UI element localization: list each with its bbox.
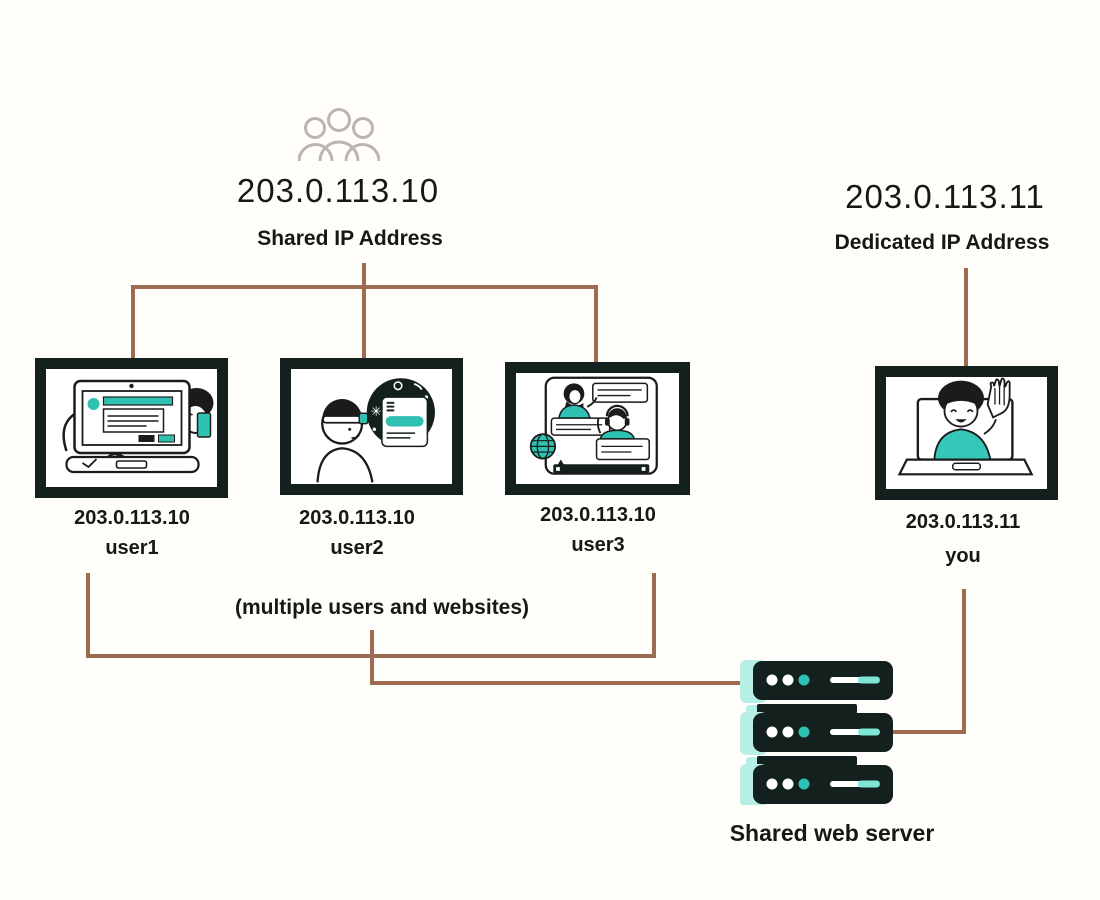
connector-to-server-right — [890, 730, 966, 734]
user2-caption: 203.0.113.10 user2 — [299, 508, 415, 558]
connector-you-down — [962, 589, 966, 734]
connector-user1-down — [86, 573, 90, 658]
user2-screen: ✳ — [280, 358, 463, 495]
user3-name: user3 — [571, 534, 625, 556]
user2-name: user2 — [330, 537, 384, 559]
svg-text:✳: ✳ — [371, 404, 382, 419]
you-caption: 203.0.113.11 you — [906, 512, 1021, 566]
connector-shared-stub — [362, 263, 366, 289]
user1-ip: 203.0.113.10 — [74, 507, 190, 529]
user2-illustration: ✳ — [316, 378, 435, 483]
user3-ip: 203.0.113.10 — [540, 504, 656, 526]
you-ip: 203.0.113.11 — [905, 511, 1021, 533]
dedicated-ip-address-value: 203.0.113.11 — [845, 178, 1045, 215]
user2-ip: 203.0.113.10 — [299, 507, 415, 529]
connector-drop-user1 — [131, 285, 135, 360]
shared-ip-address-label: Shared IP Address — [257, 227, 443, 250]
connector-user3-down — [652, 573, 656, 658]
user3-illustration — [529, 376, 658, 475]
people-group-icon — [298, 108, 380, 161]
you-illustration — [897, 377, 1034, 476]
connector-drop-user2 — [362, 285, 366, 360]
server-stack-icon — [740, 660, 893, 805]
you-screen — [875, 366, 1058, 500]
user1-caption: 203.0.113.10 user1 — [74, 508, 190, 558]
server-label: Shared web server — [729, 820, 935, 846]
dedicated-ip-address-label: Dedicated IP Address — [834, 231, 1050, 254]
you-name: you — [945, 545, 981, 567]
user1-screen — [35, 358, 228, 498]
connector-note-stub — [370, 630, 374, 685]
connector-drop-user3 — [594, 285, 598, 364]
connector-to-server-left — [370, 681, 744, 685]
connector-dedicated-stub — [964, 268, 968, 368]
user1-illustration — [62, 379, 214, 474]
user1-name: user1 — [105, 537, 159, 559]
user3-screen — [505, 362, 690, 495]
multiple-users-note: (multiple users and websites) — [234, 596, 530, 619]
shared-ip-address-value: 203.0.113.10 — [236, 172, 440, 209]
user3-caption: 203.0.113.10 user3 — [540, 505, 656, 555]
